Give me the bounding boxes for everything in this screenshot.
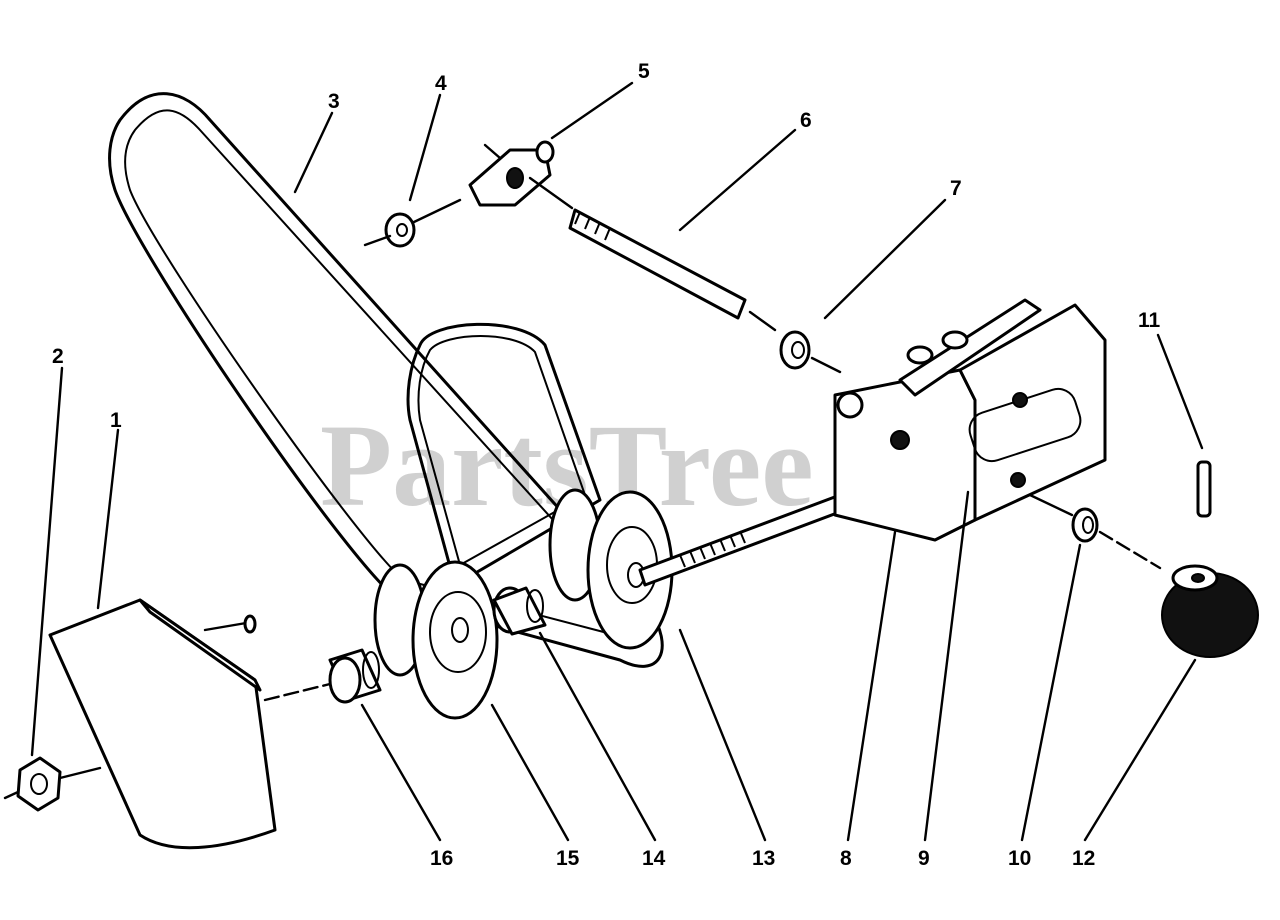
roll-pin — [1196, 460, 1212, 518]
bracket-housing — [833, 298, 1107, 542]
e-clip — [363, 198, 462, 248]
callout-5: 5 — [638, 60, 650, 83]
callout-6: 6 — [800, 109, 812, 132]
pivot-shaft — [528, 176, 777, 332]
pulley-lower — [373, 560, 499, 720]
washer-right — [1028, 493, 1162, 570]
callout-2: 2 — [52, 345, 64, 368]
callout-4: 4 — [435, 72, 447, 95]
callout-16: 16 — [430, 847, 453, 870]
callout-14: 14 — [642, 847, 666, 870]
callout-3: 3 — [328, 90, 340, 113]
callout-7: 7 — [950, 177, 962, 200]
hex-nut — [3, 756, 102, 812]
callout-8: 8 — [840, 847, 852, 870]
callout-10: 10 — [1008, 847, 1031, 870]
callout-12: 12 — [1072, 847, 1095, 870]
callout-15: 15 — [556, 847, 580, 870]
spacer-right — [492, 586, 547, 636]
spacer-left — [263, 648, 382, 704]
belt-guard — [48, 598, 277, 850]
callout-13: 13 — [752, 847, 775, 870]
callout-1: 1 — [110, 409, 122, 432]
washer-upper — [779, 330, 842, 374]
leader-lines — [30, 81, 1204, 842]
pivot-block — [468, 140, 555, 207]
adjustment-knob — [1161, 564, 1259, 658]
drive-belt-short — [406, 322, 602, 587]
callout-numbers: 1 2 3 4 5 6 7 8 9 10 11 12 13 14 15 16 — [52, 60, 1161, 870]
callout-11: 11 — [1138, 309, 1161, 332]
callout-9: 9 — [918, 847, 930, 870]
